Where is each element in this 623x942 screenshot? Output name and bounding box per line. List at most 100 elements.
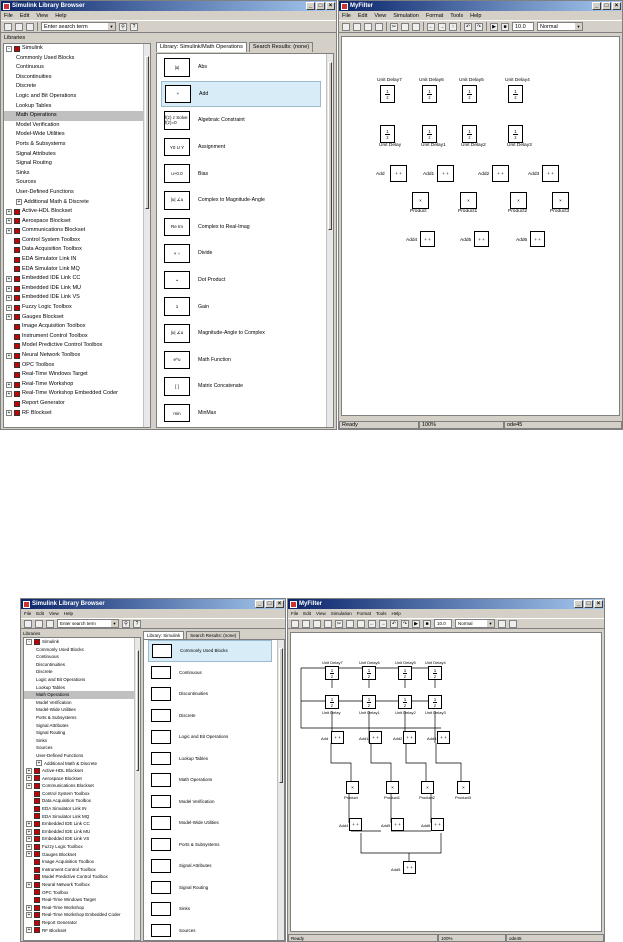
menu-format[interactable]: Format <box>356 611 371 616</box>
product-block[interactable]: × <box>510 192 527 209</box>
expand-icon[interactable]: + <box>6 228 12 235</box>
block-icon[interactable] <box>151 923 171 937</box>
expand-icon[interactable]: + <box>16 199 22 206</box>
fraction-numerator[interactable]: 1 <box>366 696 372 703</box>
fraction-numerator[interactable]: 1 <box>402 667 408 674</box>
back-icon[interactable]: ← <box>427 22 435 31</box>
block-label[interactable]: Gain <box>198 303 209 310</box>
tree-item[interactable]: Real-Time Windows Target <box>4 370 150 380</box>
menu-file[interactable]: File <box>291 611 299 616</box>
copy-icon[interactable] <box>401 22 409 31</box>
product-symbol[interactable]: × <box>517 198 520 203</box>
block-icon[interactable] <box>151 837 171 851</box>
product-block[interactable]: × <box>346 781 359 794</box>
tree-item[interactable]: Discrete <box>24 668 140 676</box>
tree-item-label[interactable]: Gauges Blockset <box>22 313 64 320</box>
library-icon[interactable] <box>34 919 40 926</box>
expand-icon[interactable]: + <box>26 927 32 934</box>
tree-item-label[interactable]: Math Operations <box>16 112 57 119</box>
block-icon[interactable]: e^u <box>164 350 190 370</box>
add-block[interactable]: + + <box>492 165 509 182</box>
block-label[interactable]: Bias <box>198 170 209 177</box>
library-icon[interactable] <box>14 324 20 331</box>
tree-item[interactable]: Image Acquisition Toolbox <box>24 858 140 866</box>
block-icon[interactable] <box>151 665 171 679</box>
tree-item[interactable]: +Gauges Blockset <box>24 851 140 859</box>
tree-item[interactable]: +Real-Time Workshop <box>4 380 150 390</box>
tree-scrollbar[interactable] <box>134 638 140 940</box>
unit-delay-label[interactable]: Unit Delay5 <box>395 660 416 665</box>
play-icon[interactable]: ▶ <box>490 22 498 31</box>
tree-item-label[interactable]: Real-Time Workshop Embedded Coder <box>22 390 118 397</box>
block-label[interactable]: Math Operations <box>179 777 213 783</box>
library-icon[interactable] <box>14 237 20 244</box>
tree-item[interactable]: Discontinuities <box>24 661 140 669</box>
add-block[interactable]: + + <box>530 231 545 247</box>
unit-delay-label[interactable]: Unit Delay1 <box>421 143 446 148</box>
library-browser-icon[interactable] <box>498 619 506 628</box>
collapse-icon[interactable]: - <box>26 638 32 645</box>
block-label[interactable]: Divide <box>198 250 213 257</box>
expand-icon[interactable]: + <box>6 314 12 321</box>
unit-delay-label[interactable]: Unit Delay1 <box>359 710 380 715</box>
model-titlebar[interactable]: MyFilter _□× <box>339 1 622 11</box>
tree-item[interactable]: Signal Attributes <box>24 722 140 730</box>
library-icon[interactable] <box>34 912 40 919</box>
tree-item-label[interactable]: Commonly Used Blocks <box>36 646 84 652</box>
menu-tools[interactable]: Tools <box>450 12 464 19</box>
cut-icon[interactable]: ✂ <box>390 22 398 31</box>
tree-item[interactable]: +Embedded IDE Link CC <box>4 274 150 284</box>
unit-delay-label[interactable]: Unit Delay2 <box>461 143 486 148</box>
product-label[interactable]: Product1 <box>384 795 401 800</box>
tree-item[interactable]: Model Verification <box>24 699 140 707</box>
tree-item[interactable]: Model Verification <box>4 121 150 131</box>
tree-item-label[interactable]: Active-HDL Blockset <box>42 768 83 774</box>
block-icon[interactable] <box>151 687 171 701</box>
binoculars-icon[interactable]: ⚲ <box>119 22 127 31</box>
tree-item[interactable]: +Additional Math & Discrete <box>4 198 150 208</box>
library-icon[interactable] <box>14 381 20 388</box>
library-browser-titlebar[interactable]: Simulink Library Browser _□× <box>21 599 285 609</box>
product-label[interactable]: Product <box>410 209 427 214</box>
product-symbol[interactable]: × <box>419 198 422 203</box>
add-symbol[interactable]: + + <box>497 171 504 176</box>
block-item[interactable]: Sinks <box>148 898 272 920</box>
tree-item-label[interactable]: Aerospace Blockset <box>22 217 71 224</box>
block-label[interactable]: Complex to Real-Imag <box>198 223 250 230</box>
tree-item[interactable]: +Active-HDL Blockset <box>4 207 150 217</box>
minimize-button[interactable]: _ <box>306 2 315 10</box>
save-icon[interactable] <box>364 22 372 31</box>
new-model-icon[interactable] <box>24 619 32 628</box>
add-block[interactable]: + + <box>391 818 404 831</box>
open-icon[interactable] <box>302 619 310 628</box>
close-button[interactable]: × <box>275 600 284 608</box>
tree-item[interactable]: Lookup Tables <box>24 684 140 692</box>
library-icon[interactable] <box>14 228 20 235</box>
fraction-numerator[interactable]: 1 <box>402 696 408 703</box>
tree-item-label[interactable]: Math Operations <box>36 692 70 698</box>
fraction-denominator[interactable]: z <box>330 673 334 679</box>
tree-item[interactable]: EDA Simulator Link IN <box>24 805 140 813</box>
fraction-numerator[interactable]: 1 <box>513 88 518 95</box>
tree-item-label[interactable]: Signal Routing <box>16 160 52 167</box>
expand-icon[interactable]: + <box>6 381 12 388</box>
add-label[interactable]: Add1 <box>359 736 369 741</box>
signal-line[interactable] <box>348 793 432 832</box>
block-label[interactable]: Matrix Concatenate <box>198 383 243 390</box>
add-symbol[interactable]: + + <box>442 171 449 176</box>
block-icon[interactable]: [ ] <box>164 377 190 396</box>
scrollbar-thumb[interactable] <box>145 56 149 210</box>
add-block[interactable]: + + <box>390 165 407 182</box>
chevron-down-icon[interactable]: ▼ <box>108 23 115 30</box>
block-list-scrollbar[interactable] <box>277 640 284 940</box>
tree-item[interactable]: EDA Simulator Link MQ <box>24 813 140 821</box>
menu-simulation[interactable]: Simulation <box>330 611 352 616</box>
product-block[interactable]: × <box>421 781 434 794</box>
